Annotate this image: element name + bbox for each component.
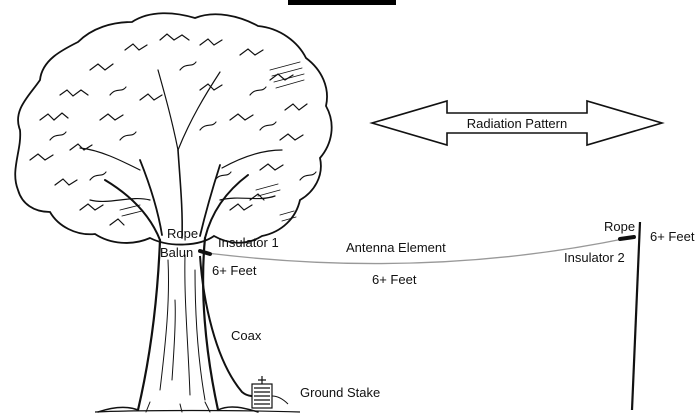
height-right-label: 6+ Feet <box>650 229 695 244</box>
antenna-element-label: Antenna Element <box>346 240 446 255</box>
rope-left-label: Rope <box>167 226 198 241</box>
coax-label: Coax <box>231 328 262 343</box>
antenna-wire <box>206 237 629 265</box>
insulator-2-marker <box>618 235 636 241</box>
height-left-label: 6+ Feet <box>212 263 257 278</box>
insulator-1-marker <box>198 249 212 256</box>
insulator-1-label: Insulator 1 <box>218 235 279 250</box>
header-bar <box>288 0 396 5</box>
ground-line <box>94 409 301 413</box>
rope-right-label: Rope <box>604 219 635 234</box>
double-arrow <box>369 99 665 147</box>
radiation-pattern-label: Radiation Pattern <box>467 116 567 131</box>
ground-stake-icon <box>251 376 289 409</box>
sag-label: 6+ Feet <box>372 272 417 287</box>
insulator-2-label: Insulator 2 <box>564 250 625 265</box>
ground-stake-label: Ground Stake <box>300 385 380 400</box>
pole <box>630 221 642 411</box>
tree-illustration <box>14 12 333 413</box>
balun-label: Balun <box>160 245 193 260</box>
